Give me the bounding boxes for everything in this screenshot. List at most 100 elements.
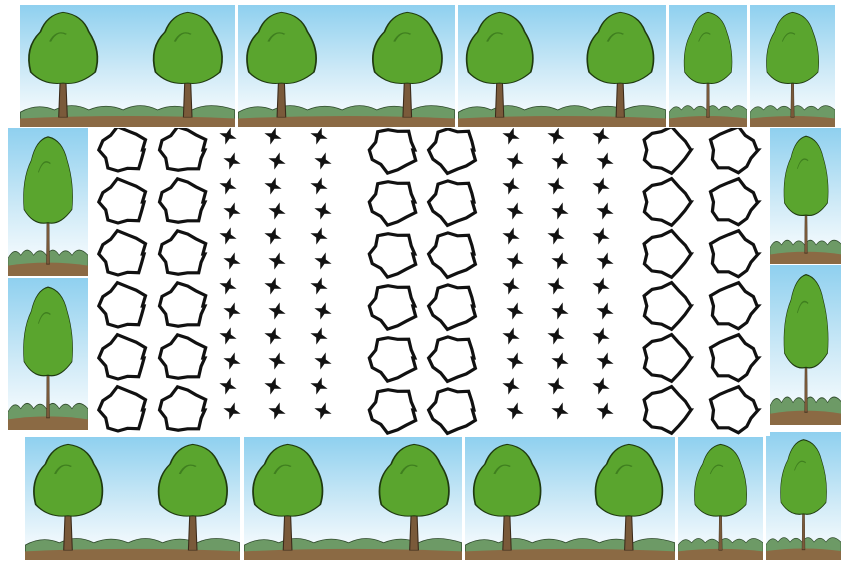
- tree-illustration: [770, 128, 841, 264]
- tree-tile: [669, 5, 747, 127]
- star-motif: [592, 128, 609, 145]
- star-motif: [219, 177, 236, 194]
- circle-motif: [711, 231, 759, 277]
- tree-tile: [770, 128, 841, 264]
- star-motif: [547, 327, 564, 344]
- circle-motif: [99, 387, 146, 431]
- star-motif: [268, 302, 285, 319]
- star-motif: [502, 377, 519, 394]
- star-motif: [592, 377, 609, 394]
- star-motif: [502, 177, 519, 194]
- tree-tile: [458, 5, 666, 127]
- circle-motif: [644, 283, 691, 330]
- star-motif: [219, 377, 236, 394]
- circle-motif: [160, 231, 206, 274]
- circle-motif: [160, 387, 206, 430]
- star-motif: [310, 177, 327, 194]
- star-motif: [219, 327, 236, 344]
- tree-illustration: [458, 5, 666, 127]
- circle-motif: [429, 233, 476, 278]
- star-motif: [551, 302, 568, 319]
- pattern-drawing: [88, 128, 770, 436]
- star-motif: [502, 227, 519, 244]
- circle-motif: [429, 181, 476, 226]
- circle-motif: [644, 128, 691, 173]
- circle-motif: [644, 335, 691, 382]
- circle-motif: [160, 128, 206, 170]
- tree-tile: [20, 5, 235, 127]
- tree-illustration: [770, 265, 841, 425]
- star-motif: [547, 128, 564, 145]
- star-motif: [268, 152, 285, 169]
- star-motif: [592, 277, 609, 294]
- tree-tile: [238, 5, 455, 127]
- circle-motif: [644, 387, 691, 434]
- star-motif: [502, 277, 519, 294]
- star-motif: [596, 302, 613, 319]
- star-motif: [506, 152, 523, 169]
- star-motif: [310, 277, 327, 294]
- circle-motif: [711, 283, 759, 329]
- star-motif: [314, 202, 331, 219]
- circle-motif: [429, 337, 476, 382]
- star-motif: [264, 177, 281, 194]
- circle-motif: [711, 179, 759, 225]
- star-motif: [310, 128, 327, 145]
- star-motif: [219, 128, 236, 145]
- circle-motif: [644, 179, 691, 226]
- star-motif: [223, 352, 240, 369]
- star-motif: [268, 352, 285, 369]
- tree-tile: [766, 432, 841, 560]
- circle-motif: [711, 128, 759, 173]
- star-motif: [310, 377, 327, 394]
- star-motif: [596, 352, 613, 369]
- star-motif: [219, 227, 236, 244]
- star-motif: [310, 227, 327, 244]
- tree-illustration: [750, 5, 835, 127]
- circle-motif: [369, 338, 415, 381]
- tree-illustration: [669, 5, 747, 127]
- star-motif: [506, 402, 523, 419]
- tree-tile: [8, 278, 88, 430]
- star-motif: [592, 327, 609, 344]
- star-motif: [223, 402, 240, 419]
- star-motif: [314, 152, 331, 169]
- tree-illustration: [678, 437, 763, 560]
- tree-illustration: [8, 128, 88, 276]
- tree-illustration: [465, 437, 675, 560]
- circle-motif: [644, 231, 691, 278]
- star-motif: [268, 252, 285, 269]
- star-motif: [551, 402, 568, 419]
- star-motif: [264, 128, 281, 145]
- star-motif: [506, 302, 523, 319]
- star-motif: [547, 277, 564, 294]
- star-motif: [551, 352, 568, 369]
- star-motif: [551, 202, 568, 219]
- star-motif: [547, 227, 564, 244]
- star-motif: [223, 202, 240, 219]
- star-motif: [314, 352, 331, 369]
- circle-motif: [99, 128, 146, 171]
- star-motif: [502, 327, 519, 344]
- circle-motif: [99, 335, 146, 379]
- circle-motif: [369, 286, 415, 329]
- star-motif: [506, 202, 523, 219]
- star-motif: [506, 352, 523, 369]
- tree-tile: [25, 437, 240, 560]
- star-motif: [596, 152, 613, 169]
- star-motif: [551, 152, 568, 169]
- star-motif: [547, 177, 564, 194]
- circle-motif: [429, 285, 476, 330]
- tree-tile: [465, 437, 675, 560]
- star-motif: [596, 402, 613, 419]
- star-motif: [264, 227, 281, 244]
- star-motif: [219, 277, 236, 294]
- tree-tile: [770, 265, 841, 425]
- star-motif: [268, 202, 285, 219]
- star-motif: [547, 377, 564, 394]
- circle-motif: [429, 389, 476, 434]
- star-motif: [223, 252, 240, 269]
- star-motif: [314, 252, 331, 269]
- star-motif: [596, 202, 613, 219]
- star-motif: [264, 377, 281, 394]
